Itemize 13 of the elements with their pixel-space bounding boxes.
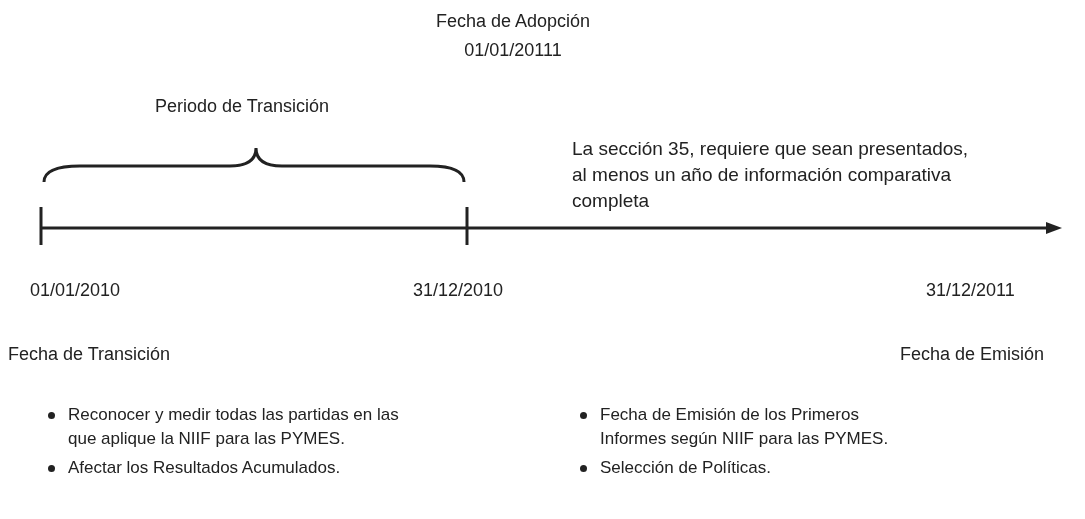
- label-text: 31/12/2011: [926, 279, 1016, 302]
- label-text: Periodo de Transición: [153, 95, 331, 118]
- bullet-item: Reconocer y medir todas las partidas en las que aplique la NIIF para las PYMES.: [68, 404, 400, 450]
- label-text: 31/12/2010: [413, 279, 505, 302]
- label-text: 01/01/2010: [30, 279, 122, 302]
- label-text: 01/01/20111: [463, 39, 563, 62]
- bullet-item: Fecha de Emisión de los Primeros Informes según NIIF para las PYMES.: [600, 404, 890, 450]
- label-text: Fecha de Emisión: [900, 343, 1046, 366]
- label-text: Fecha de Transición: [8, 343, 172, 366]
- label-text: Fecha de Adopción: [434, 10, 592, 33]
- label-text: La sección 35, requiere que sean presentados, al menos un año de información comparativa completa: [572, 137, 970, 213]
- bullet-item: Afectar los Resultados Acumulados.: [68, 457, 341, 479]
- bullet-item: Selección de Políticas.: [600, 457, 772, 479]
